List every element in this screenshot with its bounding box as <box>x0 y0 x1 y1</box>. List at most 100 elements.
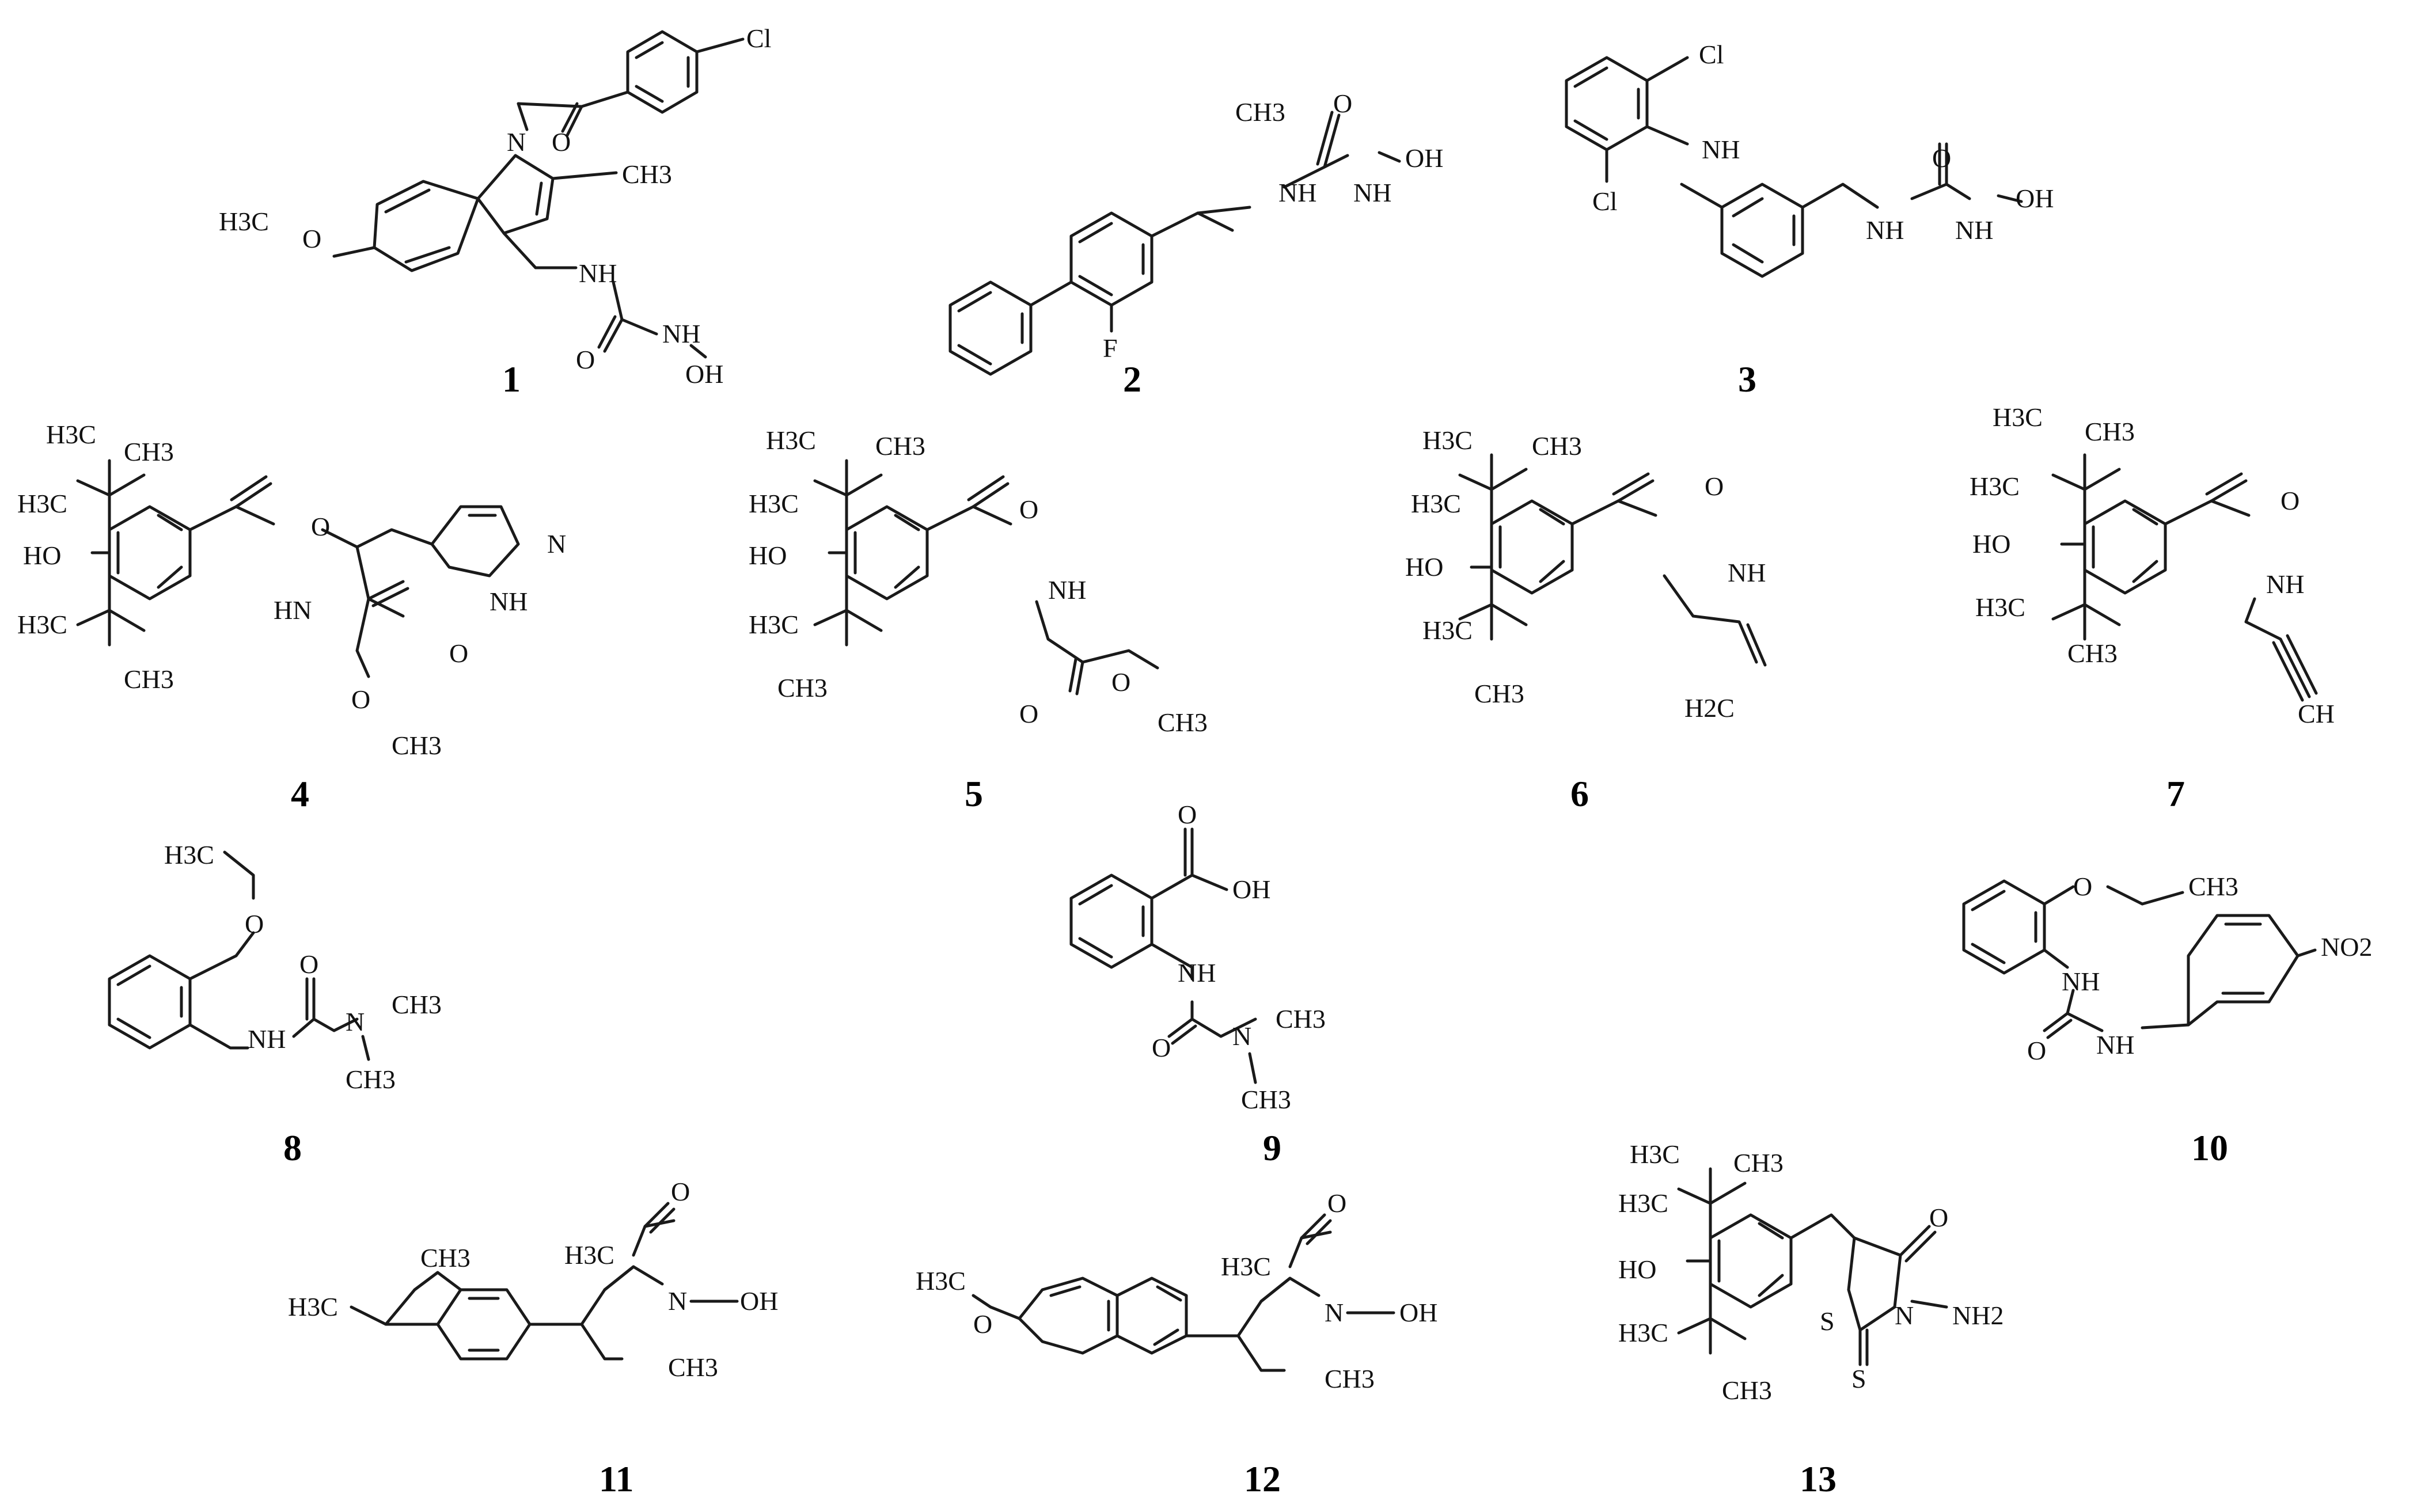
atom-label: O <box>1932 143 1951 173</box>
atom-label: CH3 <box>392 990 442 1019</box>
atom-label: O <box>1178 800 1197 829</box>
atom-label: HO <box>749 541 787 570</box>
atom-label: O <box>1705 472 1724 501</box>
atom-label: CH3 <box>392 731 442 760</box>
atom-label: CH3 <box>1241 1085 1291 1114</box>
atom-label: HO <box>1972 529 2010 559</box>
atom-label: H3C <box>1618 1188 1668 1218</box>
compound-number: 7 <box>2166 773 2185 814</box>
compound-number: 3 <box>1738 359 1756 400</box>
atom-label: O <box>576 345 595 374</box>
compound-9: O OH NH O N CH3 CH3 9 <box>1069 800 1326 1168</box>
compound-number: 4 <box>291 773 309 814</box>
atom-label: N <box>1325 1298 1344 1327</box>
atom-label: O <box>302 224 321 253</box>
atom-label: NH <box>1178 958 1216 987</box>
atom-label: CH3 <box>1325 1364 1375 1393</box>
atom-label: CH3 <box>346 1065 396 1094</box>
compound-7: H3C CH3 H3C HO H3C CH3 O NH CH 7 <box>1970 402 2335 814</box>
atom-label: S <box>1820 1306 1835 1336</box>
atom-label: O <box>2281 486 2300 515</box>
atom-label: H3C <box>749 610 799 639</box>
atom-label: O <box>449 639 468 668</box>
atom-label: N <box>668 1286 687 1316</box>
compound-number: 13 <box>1800 1458 1837 1499</box>
atom-label: CH3 <box>420 1243 470 1272</box>
atom-label: NH <box>1048 575 1086 605</box>
compound-5: H3C CH3 H3C HO H3C CH3 O NH O O CH3 5 <box>749 426 1208 814</box>
atom-label: O <box>1019 495 1038 524</box>
atom-label: NH <box>2062 967 2100 996</box>
atom-label: NH <box>1702 135 1740 164</box>
atom-label: O <box>552 127 571 157</box>
atom-label: F <box>1103 333 1118 363</box>
compound-number: 6 <box>1570 773 1589 814</box>
atom-label: H3C <box>1618 1318 1668 1347</box>
atom-label: HO <box>23 541 61 570</box>
compound-3: Cl NH Cl O NH NH OH 3 <box>1565 40 2054 400</box>
atom-label: O <box>245 909 264 939</box>
atom-label: O <box>973 1309 992 1339</box>
atom-label: H3C <box>916 1266 966 1296</box>
compound-number: 1 <box>502 359 521 400</box>
atom-label: CH3 <box>2067 639 2118 668</box>
atom-label: CH3 <box>1474 679 1524 708</box>
atom-label: NO2 <box>2321 932 2372 962</box>
atom-label: O <box>1019 699 1038 728</box>
compound-1: Cl O N CH3 H3C O NH O NH OH 1 <box>219 24 771 400</box>
atom-label: N <box>1232 1021 1251 1051</box>
atom-label: OH <box>1232 875 1270 904</box>
atom-label: H3C <box>1630 1139 1680 1169</box>
atom-label: H3C <box>1993 402 2043 432</box>
atom-label: H3C <box>17 489 67 518</box>
atom-label: CH3 <box>622 159 672 189</box>
atom-label: CH3 <box>1733 1148 1784 1177</box>
atom-label: NH <box>579 259 617 288</box>
atom-label: H3C <box>1975 592 2025 622</box>
compound-number: 2 <box>1123 359 1141 400</box>
atom-label: O <box>351 685 370 714</box>
atom-label: H3C <box>17 610 67 639</box>
atom-label: H3C <box>766 426 816 455</box>
atom-label: CH3 <box>124 664 174 694</box>
atom-label: N <box>507 127 526 157</box>
atom-label: O <box>299 949 318 979</box>
atom-label: CH3 <box>1722 1376 1772 1405</box>
atom-label: S <box>1851 1364 1866 1393</box>
atom-label: H3C <box>1422 616 1473 645</box>
atom-label: H3C <box>1970 472 2020 501</box>
atom-label: O <box>311 512 330 541</box>
atom-label: NH <box>1353 178 1391 207</box>
atom-label: NH <box>2096 1030 2134 1059</box>
atom-label: CH3 <box>1158 708 1208 737</box>
atom-label: NH <box>1955 215 1993 245</box>
atom-label: HO <box>1405 552 1443 582</box>
atom-label: H3C <box>1422 426 1473 455</box>
atom-label: OH <box>1399 1298 1437 1327</box>
atom-label: OH <box>685 359 723 389</box>
atom-label: NH <box>2266 569 2304 599</box>
atom-label: O <box>671 1177 690 1206</box>
atom-label: NH <box>490 587 528 616</box>
atom-label: CH3 <box>2188 872 2238 901</box>
compound-4: H3C CH3 H3C HO H3C CH3 O HN N NH O O CH3… <box>17 420 566 814</box>
atom-label: CH3 <box>1532 431 1582 461</box>
atom-label: H3C <box>219 207 269 236</box>
atom-label: H3C <box>749 489 799 518</box>
atom-label: NH2 <box>1952 1301 2004 1330</box>
atom-label: NH <box>1278 178 1316 207</box>
compound-number: 9 <box>1263 1127 1281 1168</box>
atom-label: O <box>1152 1033 1171 1062</box>
compound-10: O CH3 NH NO2 O NH 10 <box>1962 872 2372 1168</box>
atom-label: H3C <box>46 420 96 449</box>
atom-label: CH3 <box>777 673 828 702</box>
atom-label: H3C <box>1221 1252 1271 1281</box>
atom-label: H2C <box>1684 693 1735 723</box>
atom-label: OH <box>1405 143 1443 173</box>
compound-number: 8 <box>283 1127 302 1168</box>
atom-label: O <box>1333 89 1352 118</box>
atom-label: HN <box>274 595 312 625</box>
compound-number: 5 <box>965 773 983 814</box>
atom-label: CH3 <box>1276 1004 1326 1034</box>
